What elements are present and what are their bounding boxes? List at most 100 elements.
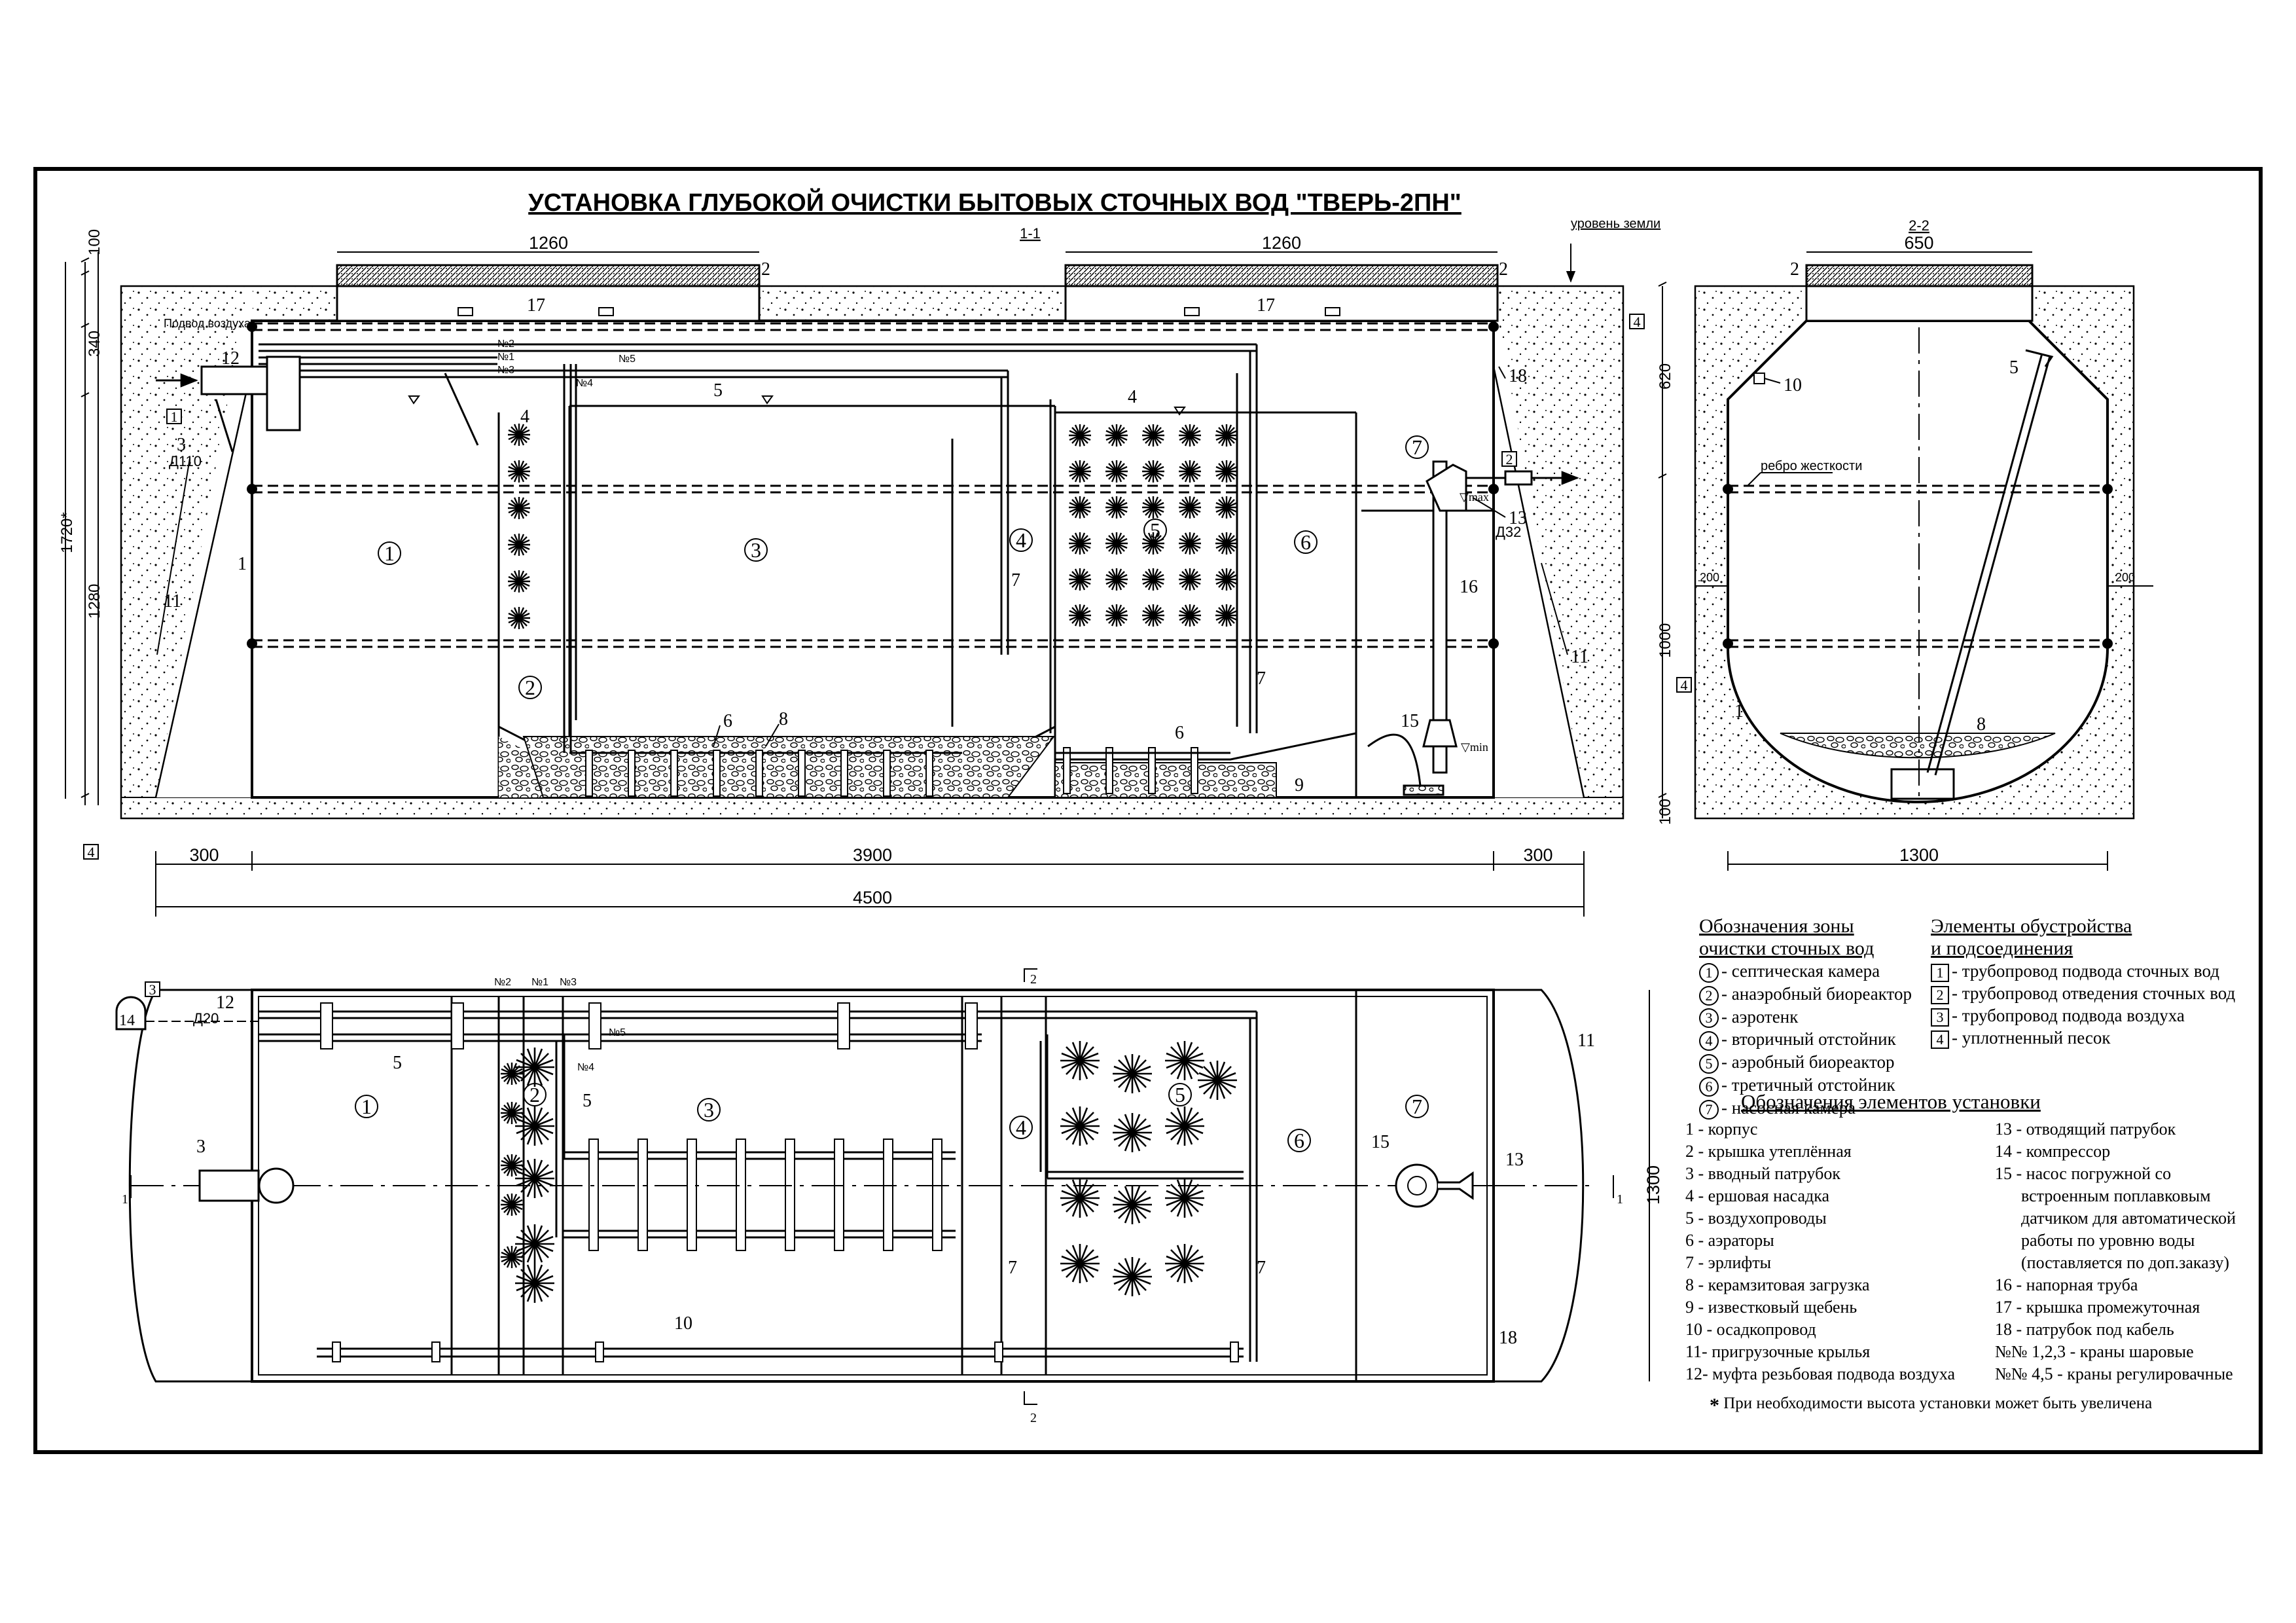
element-item: 12- муфта резьбовая подвода воздуха xyxy=(1685,1364,1956,1383)
dim-side-width: 1300 xyxy=(1899,845,1939,865)
elements-legend-heading: Обозначения элементов установки xyxy=(1741,1090,2041,1113)
element-item: встроенным поплавковым xyxy=(2021,1186,2211,1205)
dim-lid-right: 1260 xyxy=(1262,233,1301,253)
fittings-legend-heading-2: и подсоединения xyxy=(1931,938,2073,959)
zone-5-label: 5 xyxy=(1150,519,1160,542)
dim-total-length: 4500 xyxy=(853,888,892,907)
plan-crane-1-label: №1 xyxy=(531,977,548,988)
dim-body: 1280 xyxy=(86,584,103,619)
dim-side-bottom: 100 xyxy=(1657,799,1674,825)
zone-legend-item: 5- аэробный биореактор xyxy=(1699,1051,1912,1074)
crane-2-label: №2 xyxy=(497,338,514,350)
zone-4-label: 4 xyxy=(1016,528,1026,552)
zone-3-label: 3 xyxy=(751,538,761,562)
svg-text:2: 2 xyxy=(1506,451,1513,467)
svg-text:7: 7 xyxy=(1257,1258,1266,1278)
dim-top: 100 xyxy=(86,229,103,255)
element-item: 16 - напорная труба xyxy=(1995,1275,2138,1294)
svg-text:16: 16 xyxy=(1460,577,1478,597)
svg-text:6: 6 xyxy=(1175,723,1184,743)
svg-text:9: 9 xyxy=(1295,775,1304,795)
footnote: * При необходимости высота установки мож… xyxy=(1710,1395,2152,1417)
svg-text:18: 18 xyxy=(1499,1328,1517,1348)
svg-text:4: 4 xyxy=(1681,677,1688,693)
crane-5-label: №5 xyxy=(619,354,636,365)
svg-text:10: 10 xyxy=(674,1313,692,1334)
plan-zone-5-label: 5 xyxy=(1175,1083,1185,1106)
element-item: 15 - насос погружной со xyxy=(1995,1164,2172,1183)
element-item: 7 - эрлифты xyxy=(1685,1253,1772,1272)
svg-text:2: 2 xyxy=(1030,972,1037,987)
element-item: 6 - аэраторы xyxy=(1685,1231,1774,1250)
svg-text:4: 4 xyxy=(1128,387,1137,407)
element-item: датчиком для автоматической xyxy=(2021,1209,2236,1228)
plan-crane-5-label: №5 xyxy=(609,1027,626,1038)
fittings-legend-item: 1- трубопровод подвода сточных вод xyxy=(1931,960,2235,982)
fittings-legend: Элементы обустройства и подсоединения 1-… xyxy=(1931,915,2235,1049)
section-1-1-view: ▽max ▽min 1 2 3 4 5 6 7 22 17 xyxy=(58,217,1674,917)
element-item: (поставляется по доп.заказу) xyxy=(2021,1253,2230,1272)
compressor-pipe-diameter-label: Д20 xyxy=(193,1010,219,1027)
vmax-label: ▽max xyxy=(1460,490,1489,503)
zone-legend-heading-1: Обозначения зоны xyxy=(1699,915,1854,937)
element-item: 1 - корпус xyxy=(1685,1120,1758,1139)
svg-text:12: 12 xyxy=(216,993,234,1013)
tank-body xyxy=(251,319,1495,799)
section-2-2-view: 2-2 2 5 10 1 8 ребро жесткости xyxy=(1676,217,2153,871)
zone-legend-item: 3- аэротенк xyxy=(1699,1006,1912,1029)
zone-legend-item: 4- вторичный отстойник xyxy=(1699,1028,1912,1051)
zone-legend-item: 1- септическая камера xyxy=(1699,960,1912,983)
dim-upper: 340 xyxy=(86,331,103,357)
element-item: 5 - воздухопроводы xyxy=(1685,1209,1827,1228)
svg-text:10: 10 xyxy=(1784,375,1802,395)
svg-text:15: 15 xyxy=(1401,711,1419,731)
element-item: 9 - известковый щебень xyxy=(1685,1298,1857,1317)
svg-text:7: 7 xyxy=(1257,668,1266,689)
inlet-diameter-label: Д110 xyxy=(169,453,202,469)
air-supply-label: Подвод воздуха xyxy=(164,317,251,330)
ground-level-label: уровень земли xyxy=(1571,217,1660,231)
element-item: 2 - крышка утеплённая xyxy=(1685,1142,1852,1161)
element-item: 17 - крышка промежуточная xyxy=(1995,1298,2200,1317)
lid-left xyxy=(336,264,761,287)
svg-text:13: 13 xyxy=(1505,1150,1524,1170)
dim-side-wall-right: 200 xyxy=(2115,571,2135,584)
elements-legend-right: 13 - отводящий патрубок 14 - компрессор … xyxy=(1995,1118,2236,1385)
plan-view: 1 3 4 5 6 7 2 3 15 13 11 5 5 7 7 10 18 1… xyxy=(115,968,1663,1425)
svg-text:4: 4 xyxy=(520,407,529,427)
zone-legend-heading-2: очистки сточных вод xyxy=(1699,938,1874,959)
svg-text:15: 15 xyxy=(1371,1132,1390,1152)
dim-side-wall-left: 200 xyxy=(1700,571,1719,584)
zone-1-label: 1 xyxy=(384,541,395,565)
svg-text:17: 17 xyxy=(527,295,545,316)
svg-text:5: 5 xyxy=(393,1053,402,1073)
svg-text:2: 2 xyxy=(1499,259,1508,280)
plan-crane-2-label: №2 xyxy=(494,977,511,988)
element-item: 3 - вводный патрубок xyxy=(1685,1164,1840,1183)
dim-right-pad: 300 xyxy=(1523,845,1552,865)
svg-text:4: 4 xyxy=(1634,314,1641,330)
element-item: 4 - ершовая насадка xyxy=(1685,1186,1830,1205)
element-item: работы по уровню воды xyxy=(2021,1231,2195,1250)
svg-text:1: 1 xyxy=(1734,701,1744,721)
dim-left-pad: 300 xyxy=(189,845,219,865)
plan-crane-4-label: №4 xyxy=(577,1062,594,1073)
fittings-legend-heading-1: Элементы обустройства xyxy=(1931,915,2132,937)
svg-text:2: 2 xyxy=(1790,259,1799,280)
svg-text:5: 5 xyxy=(2009,357,2018,378)
element-item: 10 - осадкопровод xyxy=(1685,1320,1816,1339)
svg-text:5: 5 xyxy=(713,380,723,401)
sheet-frame xyxy=(33,167,2263,1454)
plan-zone-3-label: 3 xyxy=(704,1098,714,1122)
svg-text:18: 18 xyxy=(1509,366,1527,386)
drawing-title: УСТАНОВКА ГЛУБОКОЙ ОЧИСТКИ БЫТОВЫХ СТОЧН… xyxy=(528,187,1462,217)
svg-text:8: 8 xyxy=(1977,714,1986,735)
elements-legend-left: 1 - корпус 2 - крышка утеплённая 3 - вво… xyxy=(1685,1118,1955,1385)
svg-text:3: 3 xyxy=(149,981,156,998)
crane-1-label: №1 xyxy=(497,352,514,363)
plan-zone-2-label: 2 xyxy=(529,1083,540,1106)
element-item: 11- пригрузочные крылья xyxy=(1685,1342,1871,1361)
svg-text:7: 7 xyxy=(1011,570,1020,591)
svg-text:13: 13 xyxy=(1509,508,1527,528)
zone-legend-item: 6- третичный отстойник xyxy=(1699,1074,1912,1097)
